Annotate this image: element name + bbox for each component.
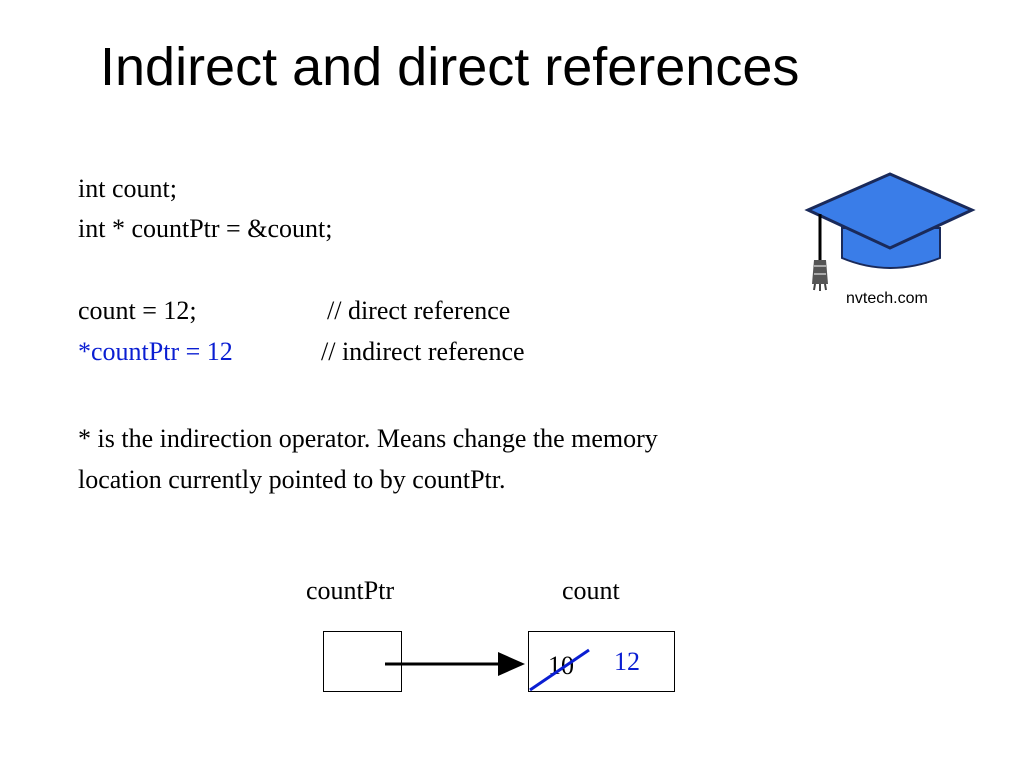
slide-title: Indirect and direct references <box>100 37 800 97</box>
logo-text: nvtech.com <box>846 290 928 307</box>
code-line-declare-pointer: int * countPtr = &count; <box>78 214 333 243</box>
explanation-line-2: location currently pointed to by countPt… <box>78 465 506 494</box>
code-comment-direct: // direct reference <box>327 296 511 325</box>
explanation-text: * is the indirection operator. Means cha… <box>78 418 898 500</box>
code-comment-indirect: // indirect reference <box>321 337 525 366</box>
strikethrough-line <box>529 648 590 692</box>
new-value: 12 <box>614 647 640 676</box>
explanation-line-1: * is the indirection operator. Means cha… <box>78 424 658 453</box>
code-line-direct-assign: count = 12; <box>78 296 197 325</box>
code-line-indirect-assign: *countPtr = 12 <box>78 337 233 366</box>
pointer-box <box>323 631 402 692</box>
code-line-declare-count: int count; <box>78 174 177 203</box>
variable-label: count <box>562 576 620 605</box>
variable-box <box>528 631 675 692</box>
pointer-label: countPtr <box>306 576 395 605</box>
graduation-cap-icon <box>804 172 976 291</box>
